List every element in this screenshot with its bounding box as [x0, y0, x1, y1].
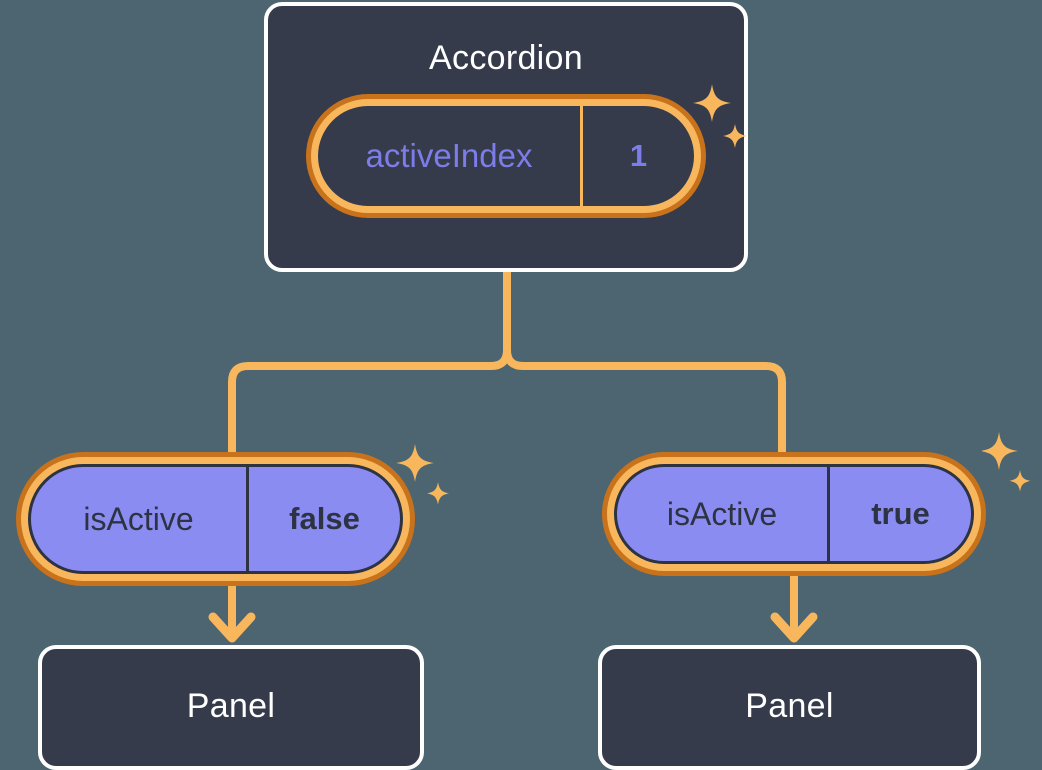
sparkle-star-small-icon — [1009, 470, 1031, 492]
panel-component-box-left[interactable]: Panel — [38, 645, 424, 770]
pill-body: isActive false — [28, 464, 403, 574]
state-key-is-active-right: isActive — [666, 495, 778, 532]
pill-ring-outer: activeIndex 1 — [311, 99, 701, 213]
state-pill-is-active-left[interactable]: isActive false — [16, 452, 415, 586]
pill-ring-outer: isActive false — [21, 457, 410, 581]
accordion-title: Accordion — [429, 39, 583, 77]
sparkle-star-small-icon — [427, 482, 449, 505]
state-pill-active-index[interactable]: activeIndex 1 — [306, 94, 706, 218]
arrowhead-left — [208, 612, 256, 643]
sparkle-decoration-right — [980, 432, 1032, 505]
state-key-active-index: activeIndex — [365, 137, 533, 174]
panel-title-right: Panel — [745, 687, 834, 725]
state-pill-is-active-right[interactable]: isActive true — [602, 452, 986, 576]
connector-branch-right — [503, 346, 786, 456]
pill-body: isActive true — [614, 464, 974, 564]
state-value-is-active-left: false — [246, 467, 400, 571]
sparkle-star-large-icon — [980, 432, 1018, 470]
panel-component-box-right[interactable]: Panel — [598, 645, 981, 770]
pill-body: activeIndex 1 — [318, 106, 694, 206]
state-key-is-active-left: isActive — [83, 500, 194, 537]
sparkle-star-large-icon — [396, 444, 434, 482]
state-value-is-active-right: true — [827, 467, 971, 561]
connector-trunk — [228, 268, 511, 456]
state-value-active-index: 1 — [580, 106, 694, 206]
arrowhead-right — [770, 612, 818, 643]
panel-title-left: Panel — [186, 687, 276, 725]
pill-ring-outer: isActive true — [607, 457, 981, 571]
